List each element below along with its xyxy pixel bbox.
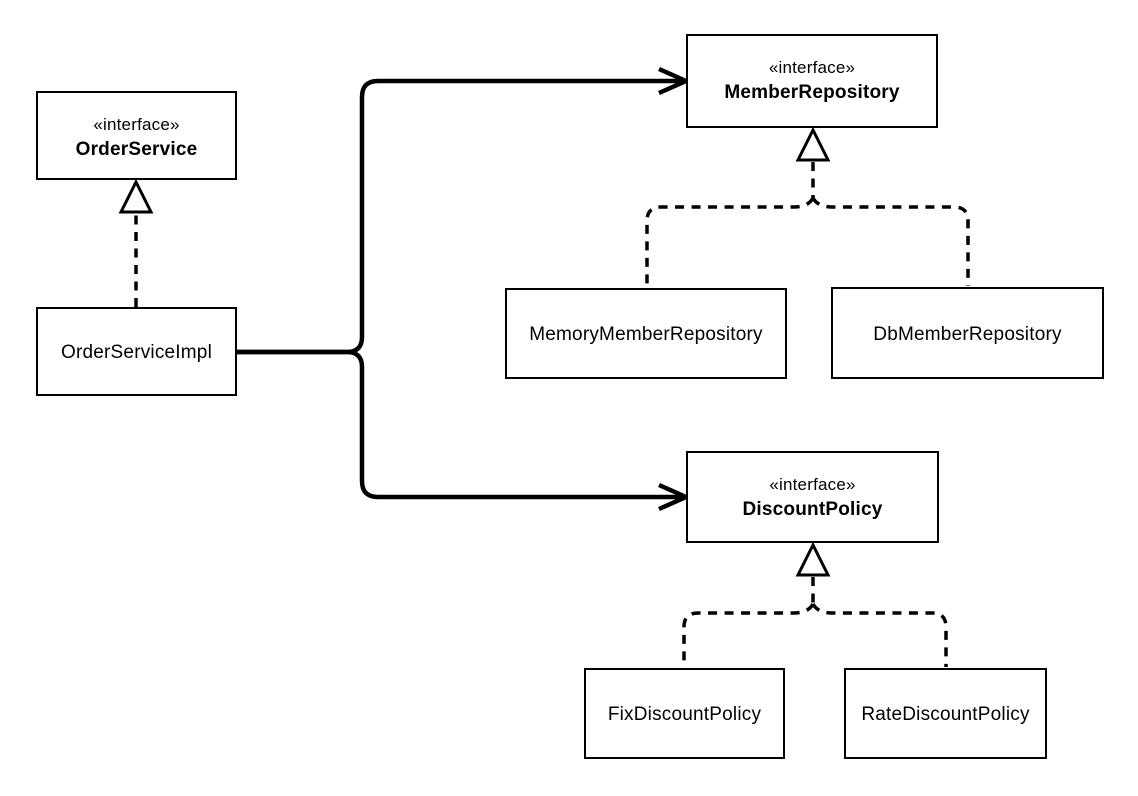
class-name-label: OrderServiceImpl xyxy=(61,342,212,363)
class-name-label: FixDiscountPolicy xyxy=(608,704,762,725)
class-box-rect xyxy=(686,34,938,128)
hollow-triangle-icon xyxy=(118,178,154,214)
edge-realization-orderserviceimpl-orderservice xyxy=(118,178,154,307)
class-name-label: RateDiscountPolicy xyxy=(861,704,1030,725)
interface-name-label: DiscountPolicy xyxy=(742,499,882,520)
class-box-rect xyxy=(505,288,787,379)
interface-name-label: OrderService xyxy=(76,139,198,160)
interface-name-label: MemberRepository xyxy=(724,82,900,103)
class-box-rect xyxy=(36,91,237,180)
class-box-order-service-impl: OrderServiceImpl xyxy=(36,307,237,396)
class-box-rect xyxy=(686,451,939,543)
realization-branch-memorymemberrepository xyxy=(645,197,815,287)
class-box-rate-discount-policy: RateDiscountPolicy xyxy=(844,668,1047,759)
class-box-rect xyxy=(36,307,237,396)
edge-realization-policies-discountpolicy xyxy=(682,541,948,667)
class-box-member-repository: «interface» MemberRepository xyxy=(686,34,938,128)
class-box-rect xyxy=(584,668,785,759)
realization-branch-dbmemberrepository xyxy=(811,197,970,286)
realization-branch-fixdiscountpolicy xyxy=(682,603,815,667)
dependency-solid-line xyxy=(236,349,682,500)
hollow-triangle-icon xyxy=(795,541,831,577)
stereotype-label: «interface» xyxy=(769,58,855,77)
class-box-order-service: «interface» OrderService xyxy=(36,91,237,180)
class-name-label: DbMemberRepository xyxy=(873,324,1062,345)
realization-branch-ratediscountpolicy xyxy=(811,603,948,667)
stereotype-label: «interface» xyxy=(769,475,855,494)
edge-realization-repositories-memberrepository xyxy=(645,126,970,287)
stereotype-label: «interface» xyxy=(93,115,179,134)
class-box-memory-member-repository: MemoryMemberRepository xyxy=(505,288,787,379)
class-box-db-member-repository: DbMemberRepository xyxy=(831,287,1104,379)
hollow-triangle-icon xyxy=(795,126,831,162)
class-box-rect xyxy=(831,287,1104,379)
class-name-label: MemoryMemberRepository xyxy=(529,324,763,345)
class-box-rect xyxy=(844,668,1047,759)
class-box-discount-policy: «interface» DiscountPolicy xyxy=(686,451,939,543)
class-box-fix-discount-policy: FixDiscountPolicy xyxy=(584,668,785,759)
